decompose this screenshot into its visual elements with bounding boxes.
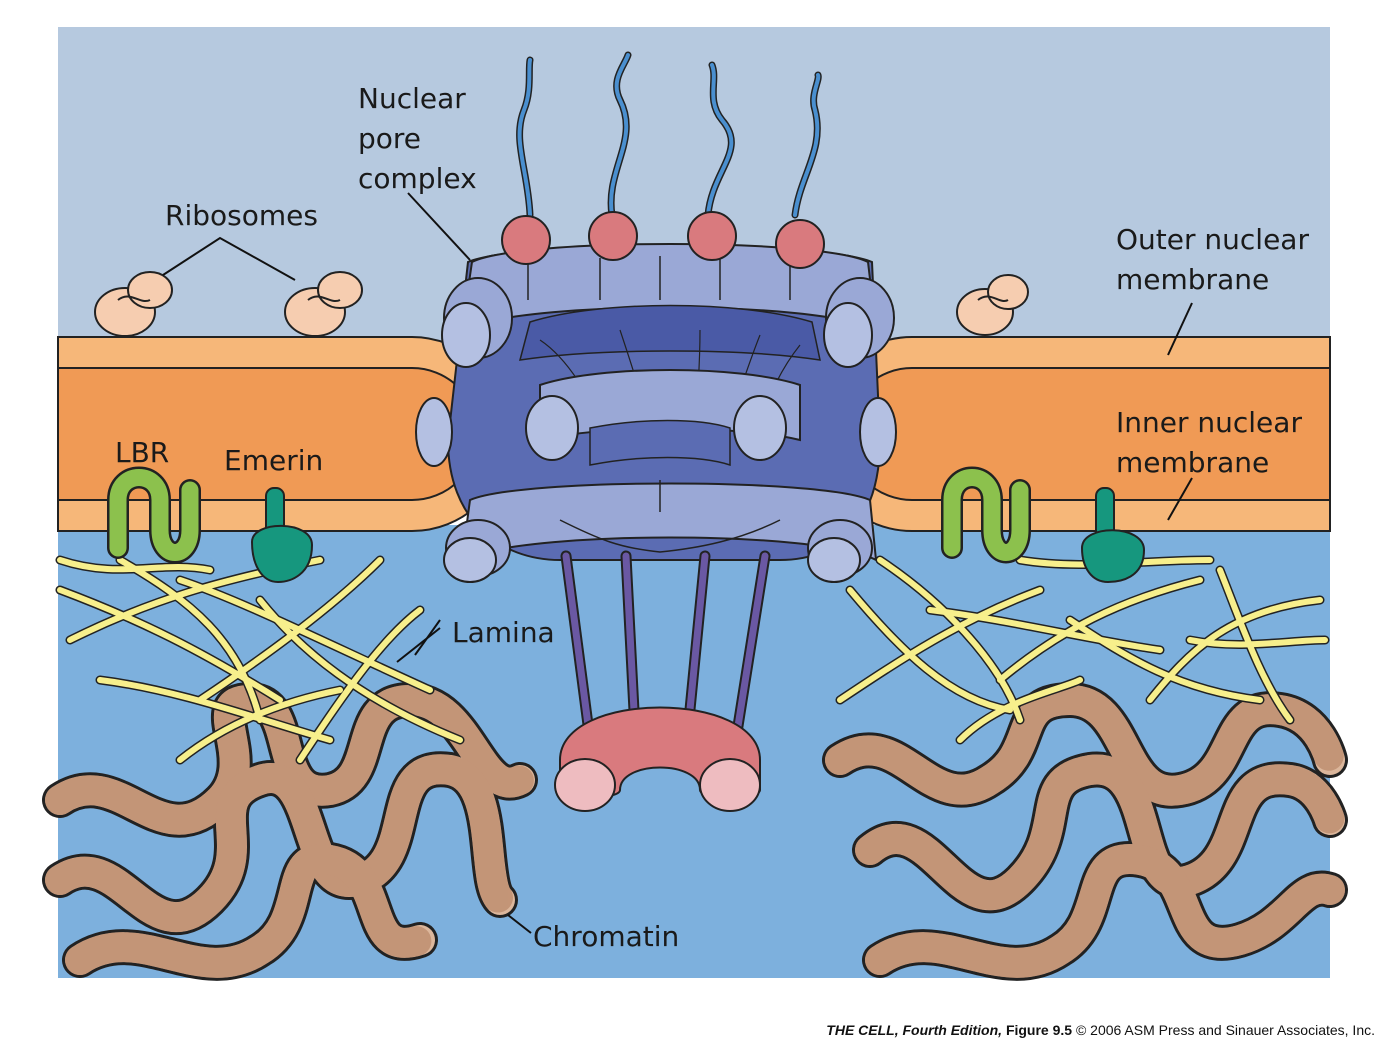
- label-chromatin: Chromatin: [533, 920, 679, 953]
- label-npc-line2: pore: [358, 122, 421, 155]
- emerin-protein-right: [1080, 487, 1146, 584]
- label-leaders: [162, 192, 1193, 934]
- emerin-protein-left: [250, 487, 314, 584]
- credit-copyright: © 2006 ASM Press and Sinauer Associates,…: [1075, 1022, 1375, 1038]
- left-nuclear-envelope: [57, 336, 510, 532]
- chromatin-fibers: [42, 681, 1348, 981]
- ribosome-3: [956, 274, 1029, 336]
- label-inner-line2: membrane: [1116, 446, 1269, 479]
- credit-book: THE CELL, Fourth Edition,: [826, 1022, 1003, 1038]
- labels: Nuclear pore complex Ribosomes Outer nuc…: [115, 82, 1309, 953]
- credit-figure: Figure 9.5: [1005, 1022, 1073, 1038]
- ribosome-2: [284, 271, 363, 337]
- label-outer-line2: membrane: [1116, 263, 1269, 296]
- right-nuclear-envelope: [814, 336, 1331, 532]
- figure-credit: THE CELL, Fourth Edition, Figure 9.5 © 2…: [0, 1022, 1375, 1038]
- label-lbr: LBR: [115, 436, 169, 469]
- label-npc-line3: complex: [358, 162, 477, 195]
- lbr-protein-right: [941, 466, 1031, 564]
- label-ribosomes: Ribosomes: [165, 199, 318, 232]
- nuclear-pore-complex: [415, 51, 897, 812]
- label-outer-line1: Outer nuclear: [1116, 223, 1309, 256]
- lbr-protein-left: [107, 466, 201, 564]
- label-npc-line1: Nuclear: [358, 82, 466, 115]
- nuclear-lamina: [55, 555, 1330, 765]
- label-lamina: Lamina: [452, 616, 555, 649]
- label-emerin: Emerin: [224, 444, 323, 477]
- label-inner-line1: Inner nuclear: [1116, 406, 1302, 439]
- ribosome-1: [94, 271, 173, 337]
